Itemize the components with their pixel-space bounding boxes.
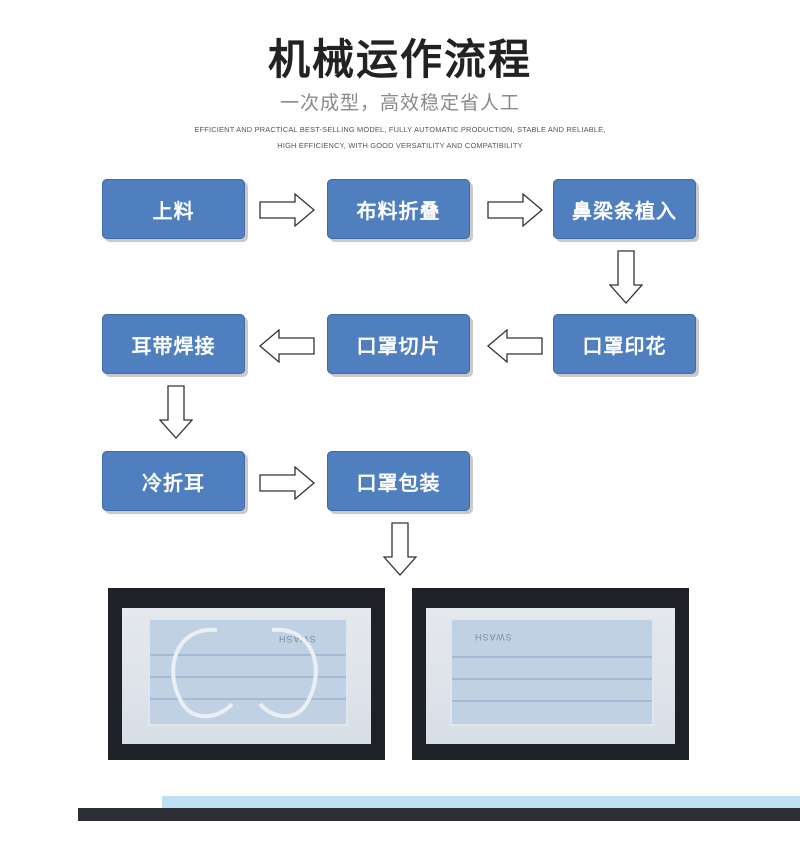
step-nose-wire-insertion: 鼻梁条植入 xyxy=(553,179,696,239)
arrow-right-icon xyxy=(259,466,315,500)
packaged-mask-photo-with-ear-loops: SWASH xyxy=(108,588,385,760)
step-fabric-folding: 布料折叠 xyxy=(327,179,470,239)
arrow-right-icon xyxy=(259,193,315,227)
tagline-line-2: HIGH EFFICIENCY, WITH GOOD VERSATILITY A… xyxy=(277,141,523,150)
arrow-down-icon xyxy=(159,385,193,439)
decorative-dark-strip xyxy=(78,808,800,821)
step-feeding: 上料 xyxy=(102,179,245,239)
mask-print-text: SWASH xyxy=(474,632,512,642)
arrow-left-icon xyxy=(259,329,315,363)
decorative-blue-strip xyxy=(162,796,800,808)
packaged-mask-photo-flat: SWASH xyxy=(412,588,689,760)
arrow-right-icon xyxy=(487,193,543,227)
ear-loop-icon xyxy=(171,627,318,719)
step-mask-printing: 口罩印花 xyxy=(553,314,696,374)
page-subtitle: 一次成型，高效稳定省人工 xyxy=(279,92,520,114)
packaging-bag: SWASH xyxy=(122,608,371,744)
tagline-line-1: EFFICIENT AND PRACTICAL BEST-SELLING MOD… xyxy=(194,125,606,134)
step-mask-packaging: 口罩包装 xyxy=(327,451,470,511)
step-ear-loop-welding: 耳带焊接 xyxy=(102,314,245,374)
step-mask-cutting: 口罩切片 xyxy=(327,314,470,374)
arrow-left-icon xyxy=(487,329,543,363)
page-title: 机械运作流程 xyxy=(267,35,532,84)
packaging-bag: SWASH xyxy=(426,608,675,744)
arrow-down-icon xyxy=(383,522,417,576)
mask-body: SWASH xyxy=(450,618,654,726)
arrow-down-icon xyxy=(609,250,643,304)
step-cold-ear-folding: 冷折耳 xyxy=(102,451,245,511)
